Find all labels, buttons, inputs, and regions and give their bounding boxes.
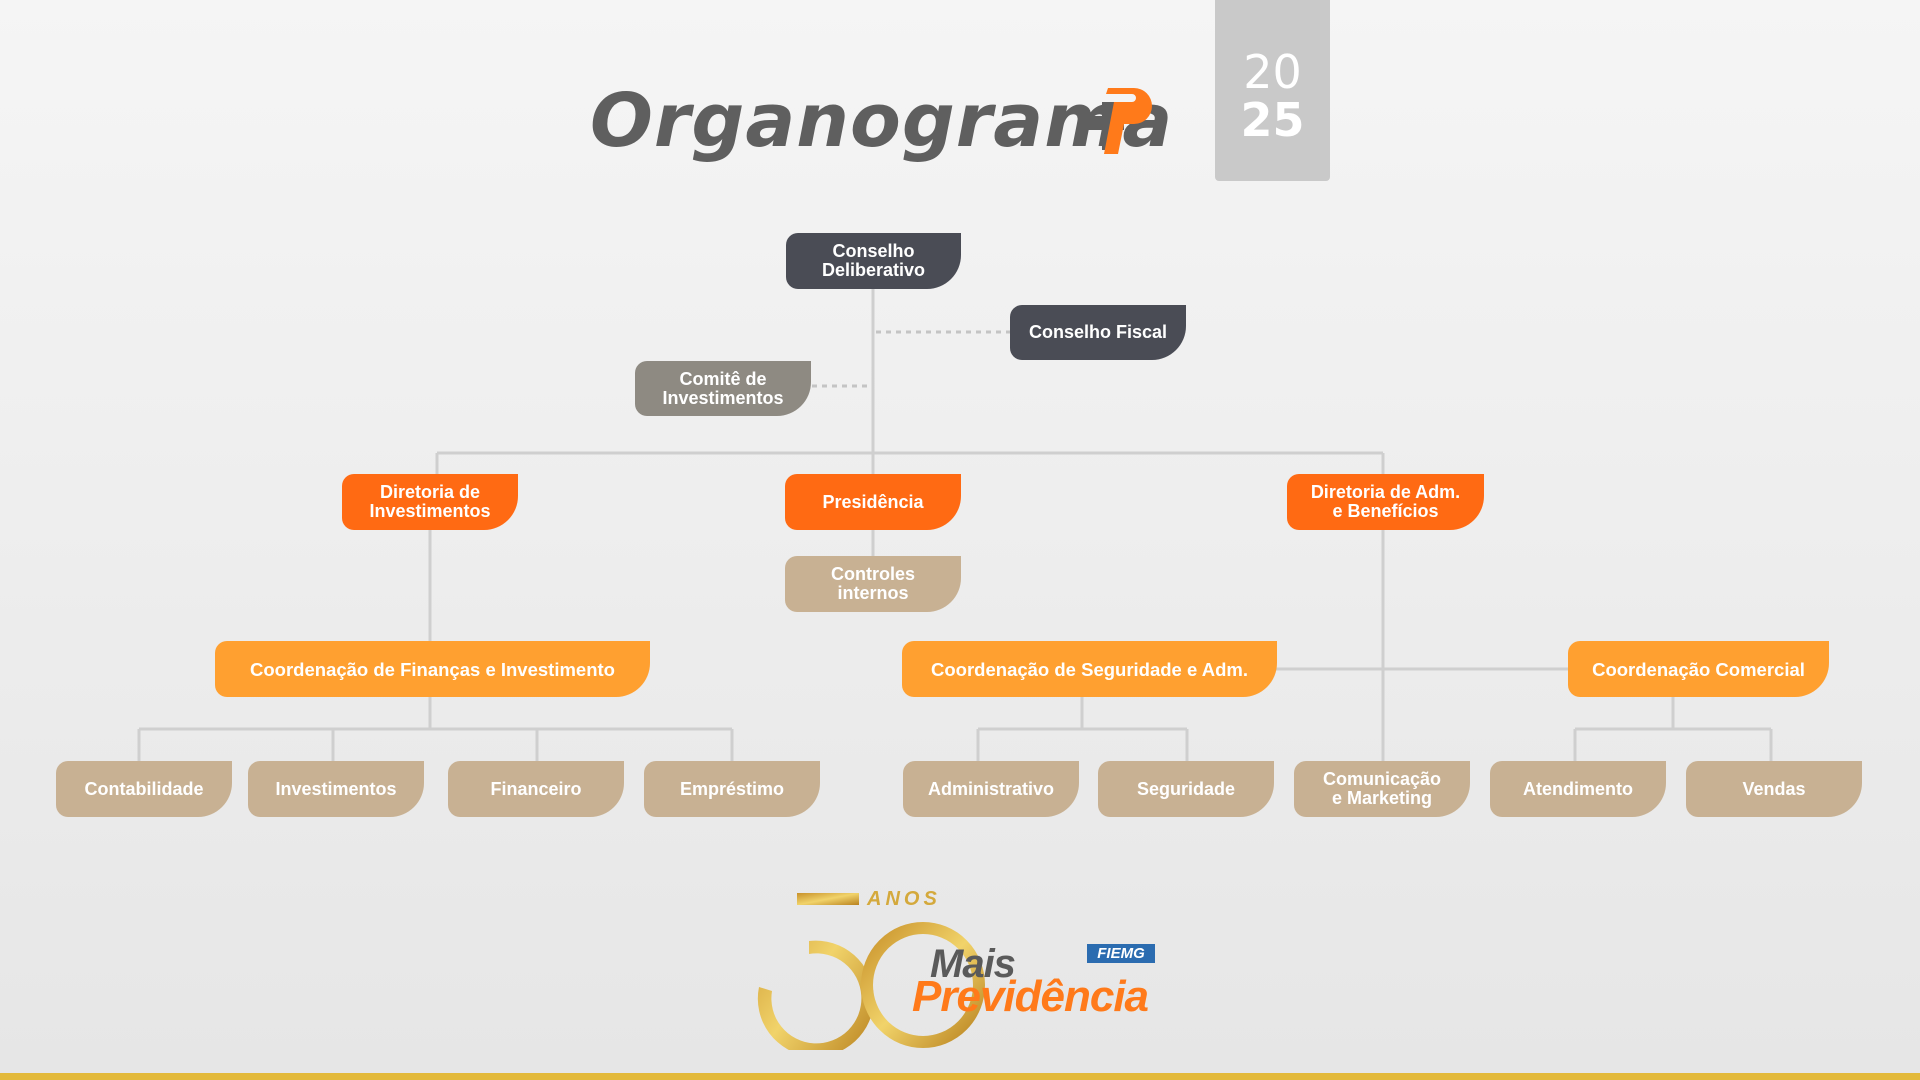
- node-coord-seguridade: Coordenação de Seguridade e Adm.: [902, 641, 1277, 697]
- node-diretoria-investimentos: Diretoria de Investimentos: [342, 474, 518, 530]
- year-badge: 20 25: [1215, 0, 1330, 181]
- node-administrativo: Administrativo: [903, 761, 1079, 817]
- page-title: Organograma: [590, 78, 1174, 164]
- node-presidencia: Presidência: [785, 474, 961, 530]
- fiemg-badge: FIEMG: [1087, 944, 1155, 963]
- node-controles-internos: Controles internos: [785, 556, 961, 612]
- node-conselho-deliberativo: Conselho Deliberativo: [786, 233, 961, 289]
- node-comunicacao: Comunicação e Marketing: [1294, 761, 1470, 817]
- node-conselho-fiscal: Conselho Fiscal: [1010, 305, 1186, 360]
- year-top: 20: [1243, 44, 1302, 99]
- node-atendimento: Atendimento: [1490, 761, 1666, 817]
- brand-previdencia: Previdência: [912, 972, 1149, 1021]
- anos-label: ANOS: [867, 888, 941, 910]
- node-coord-comercial: Coordenação Comercial: [1568, 641, 1829, 697]
- year-bottom: 25: [1240, 92, 1305, 147]
- node-investimentos: Investimentos: [248, 761, 424, 817]
- brand-mais: Mais: [930, 942, 1016, 986]
- node-contabilidade: Contabilidade: [56, 761, 232, 817]
- node-seguridade: Seguridade: [1098, 761, 1274, 817]
- node-diretoria-adm: Diretoria de Adm. e Benefícios: [1287, 474, 1484, 530]
- plus-p-logo-icon: [1084, 88, 1152, 154]
- node-emprestimo: Empréstimo: [644, 761, 820, 817]
- node-financeiro: Financeiro: [448, 761, 624, 817]
- fifty-years-logo-icon: [757, 893, 985, 1050]
- node-comite-investimentos: Comitê de Investimentos: [635, 361, 811, 416]
- node-coord-financas: Coordenação de Finanças e Investimento: [215, 641, 650, 697]
- node-vendas: Vendas: [1686, 761, 1862, 817]
- footer-gold-bar: [0, 1073, 1920, 1080]
